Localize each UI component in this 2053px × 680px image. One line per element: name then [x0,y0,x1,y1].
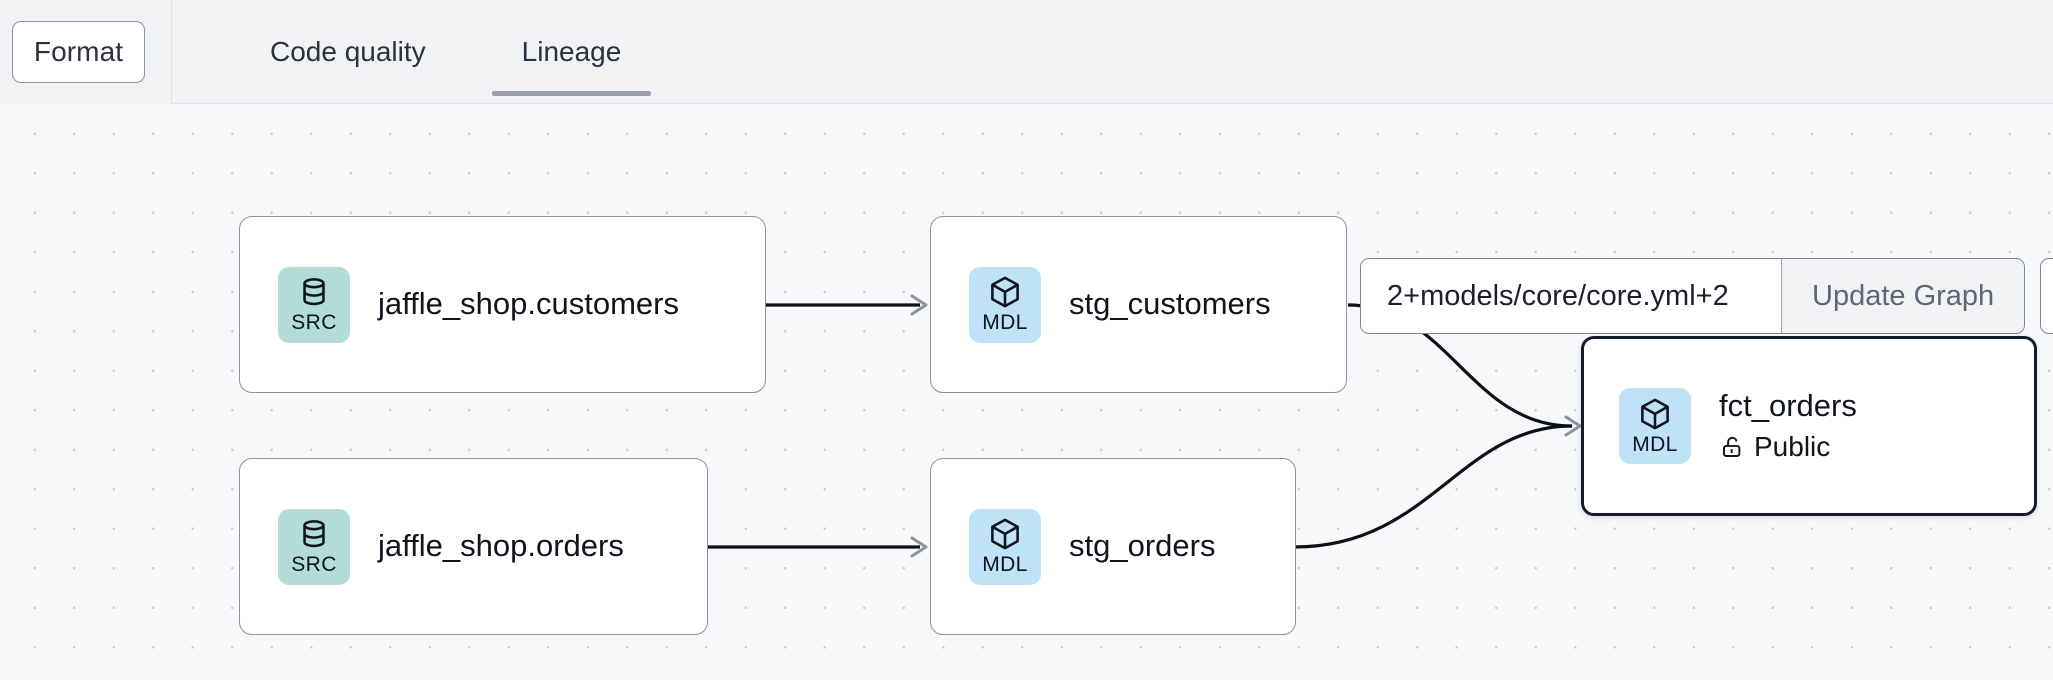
node-title: stg_orders [1069,528,1216,564]
lineage-node-stg-customers[interactable]: MDL stg_customers [930,216,1347,393]
edge-customers-to-stg-customers [765,294,928,316]
node-access-label: Public [1754,430,1831,462]
cube-icon [1641,398,1669,429]
toolbar: Format Code quality Lineage [0,0,2053,104]
format-button[interactable]: Format [12,20,145,83]
node-badge-src: SRC [278,266,350,343]
lineage-node-jaffle-shop-orders[interactable]: SRC jaffle_shop.orders [239,458,708,635]
graph-selector-input[interactable] [1361,259,1781,333]
node-title: jaffle_shop.customers [378,286,679,322]
lineage-node-stg-orders[interactable]: MDL stg_orders [930,458,1296,635]
unlock-icon [1723,436,1741,457]
format-zone: Format [0,0,172,104]
tab-lineage-underline [491,90,652,96]
node-badge-label: SRC [291,311,337,334]
lineage-node-fct-orders[interactable]: MDL fct_orders Public [1581,336,2037,516]
node-body: jaffle_shop.orders [378,529,624,563]
node-title: jaffle_shop.orders [378,528,624,564]
node-body: fct_orders Public [1719,389,1857,462]
database-icon [303,520,325,548]
edge-orders-to-stg-orders [707,536,928,558]
node-title: fct_orders [1719,388,1857,424]
tab-bar: Code quality Lineage [172,0,652,104]
node-body: jaffle_shop.customers [378,287,679,321]
node-badge-src: SRC [278,508,350,585]
node-body: stg_customers [1069,287,1271,321]
edge-stg-orders-to-fct-orders [1294,415,1582,549]
node-badge-label: MDL [1632,432,1678,456]
lineage-canvas[interactable]: SRC jaffle_shop.customers MDL stg_custom… [0,104,2053,680]
tab-code-quality-label: Code quality [270,35,426,67]
node-access-meta: Public [1719,431,1857,463]
node-badge-mdl: MDL [969,508,1041,585]
node-badge-label: MDL [982,311,1028,334]
tab-code-quality-underline [240,91,456,96]
update-graph-button[interactable]: Update Graph [1781,259,2025,333]
node-badge-label: SRC [291,553,337,576]
node-badge-mdl: MDL [1619,388,1691,464]
cube-icon [991,276,1019,308]
node-body: stg_orders [1069,529,1215,563]
node-title: stg_customers [1069,286,1271,322]
graph-control-bar: Update Graph [1360,258,2026,334]
database-icon [303,278,325,306]
node-badge-label: MDL [982,553,1028,576]
node-badge-mdl: MDL [969,266,1041,343]
tab-lineage-label: Lineage [521,35,622,67]
cube-icon [991,518,1019,550]
lineage-node-jaffle-shop-customers[interactable]: SRC jaffle_shop.customers [239,216,766,393]
tab-code-quality[interactable]: Code quality [240,0,456,104]
tab-lineage[interactable]: Lineage [491,0,652,104]
graph-side-control[interactable] [2040,258,2053,334]
